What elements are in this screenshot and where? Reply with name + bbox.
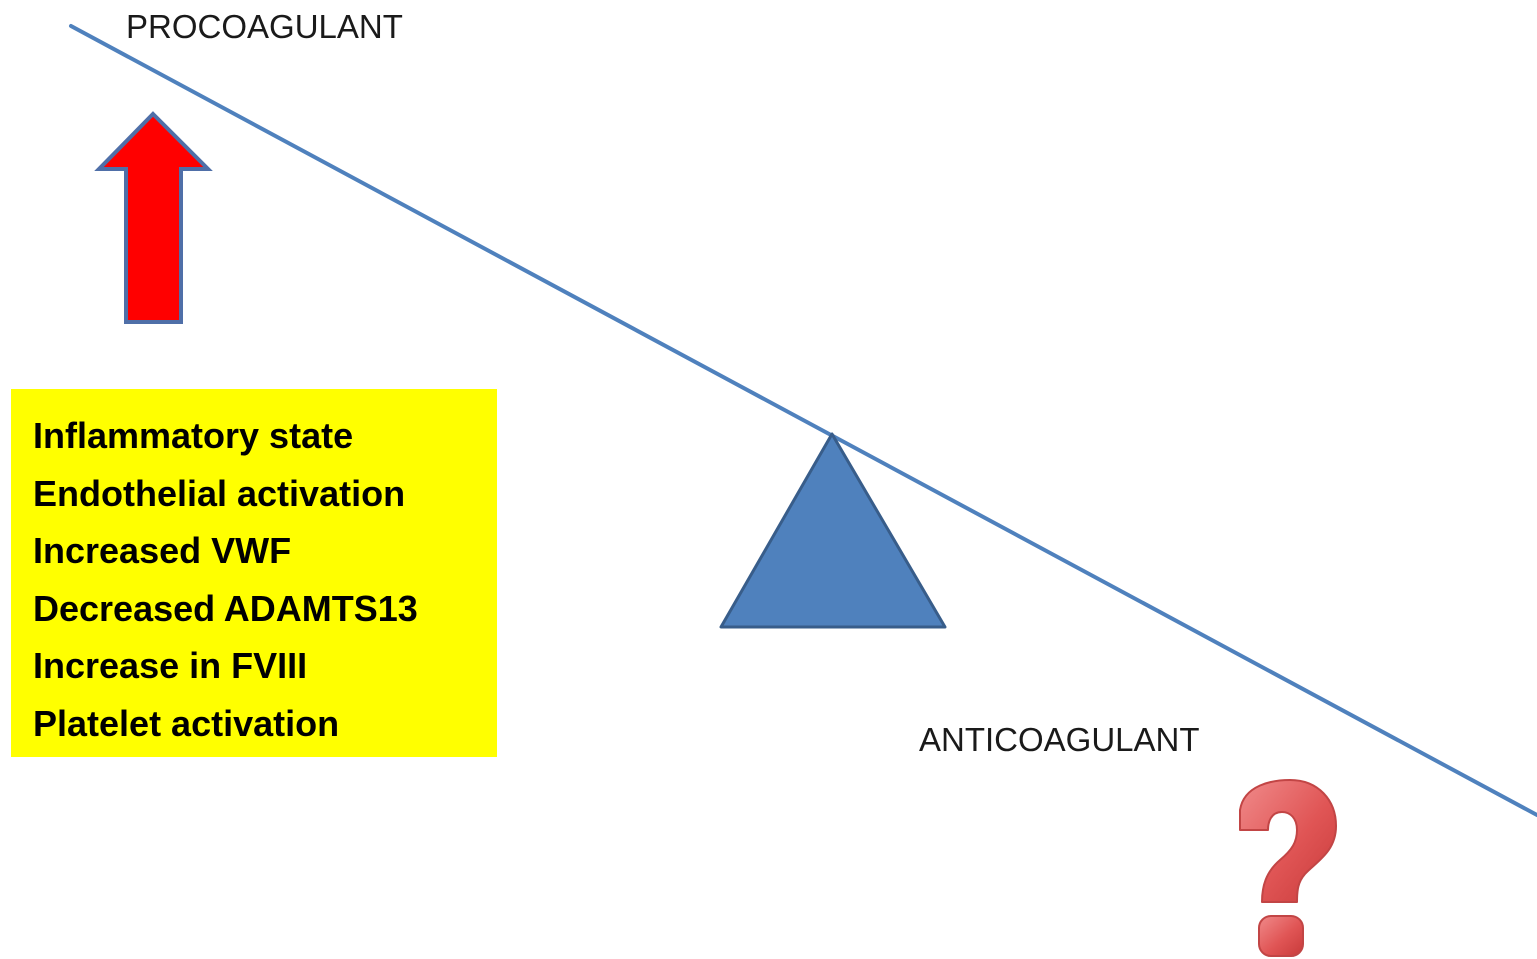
procoagulant-factors-box: Inflammatory state Endothelial activatio… bbox=[11, 389, 497, 757]
up-arrow-icon bbox=[94, 111, 213, 324]
factor-item: Endothelial activation bbox=[33, 472, 406, 514]
question-mark-icon bbox=[1239, 779, 1337, 957]
anticoagulant-label: ANTICOAGULANT bbox=[919, 721, 1200, 758]
factor-item: Increased VWF bbox=[33, 530, 292, 571]
procoagulant-label: PROCOAGULANT bbox=[126, 8, 403, 45]
fulcrum-triangle bbox=[719, 432, 947, 629]
factor-item: Increase in FVIII bbox=[33, 645, 308, 686]
factor-item: Decreased ADAMTS13 bbox=[33, 587, 418, 629]
balance-beam bbox=[69, 24, 1537, 817]
factor-item: Inflammatory state bbox=[33, 415, 354, 456]
factor-item: Platelet activation bbox=[33, 702, 340, 744]
